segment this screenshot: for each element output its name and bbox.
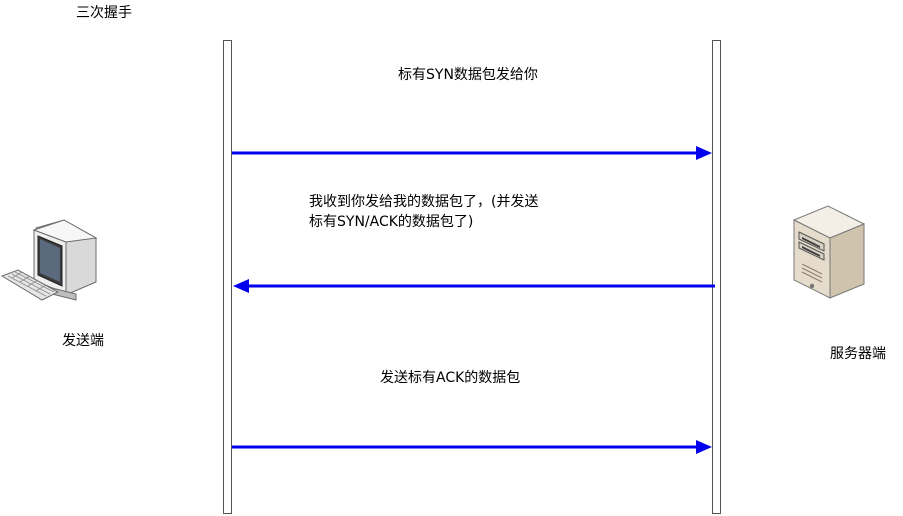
message-3-label: 发送标有ACK的数据包 (380, 370, 521, 386)
message-1-arrow (232, 146, 712, 160)
message-1-label: 标有SYN数据包发给你 (398, 67, 538, 83)
receiver-lifeline (712, 40, 721, 514)
sender-label: 发送端 (62, 333, 104, 349)
desktop-computer-icon (0, 219, 98, 301)
message-2-arrow (233, 279, 715, 293)
message-3-arrow (232, 440, 712, 454)
diagram-title: 三次握手 (76, 5, 132, 21)
sender-lifeline (223, 40, 232, 514)
message-2-line-1: 我收到你发给我的数据包了，(并发送 (309, 194, 539, 210)
server-tower-icon (792, 205, 866, 299)
receiver-label: 服务器端 (830, 346, 886, 362)
message-2-line-2: 标有SYN/ACK的数据包了) (309, 214, 474, 230)
